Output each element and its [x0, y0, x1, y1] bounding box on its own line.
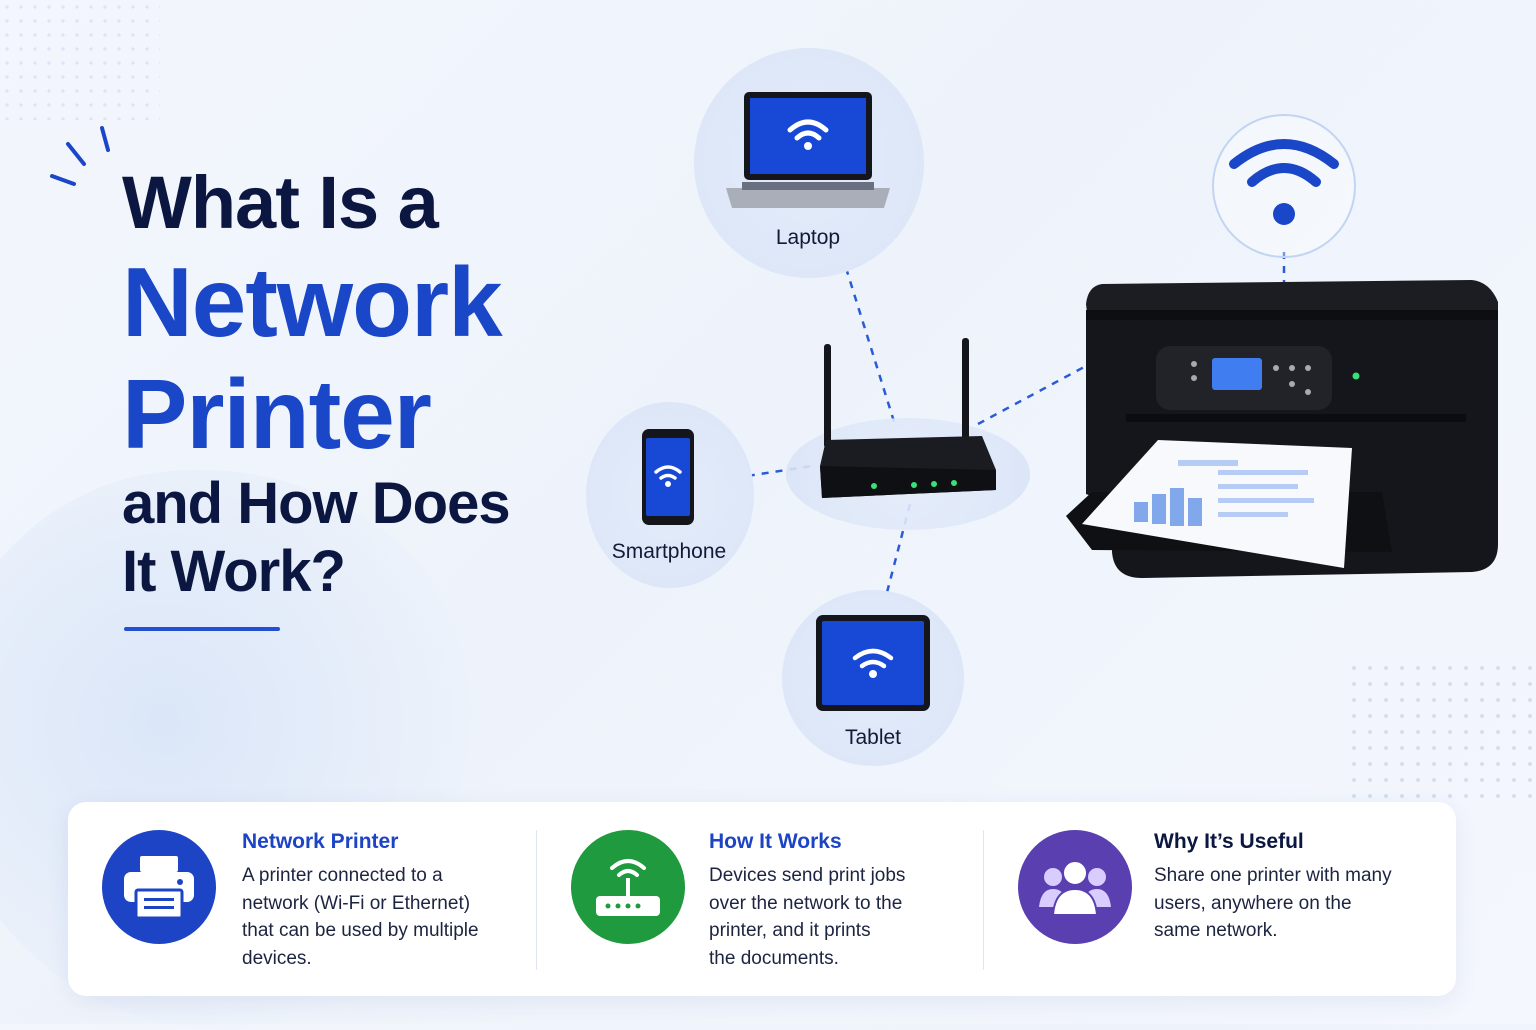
laptop-icon: [726, 92, 890, 208]
info-panel: Network Printer A printer connected to a…: [68, 802, 1456, 996]
info-card-why-useful: Why It’s Useful Share one printer with m…: [1018, 802, 1438, 996]
router-icon: [820, 338, 996, 498]
tablet-icon: [816, 615, 930, 711]
tablet-label: Tablet: [844, 726, 902, 749]
info-card-network-printer: Network Printer A printer connected to a…: [102, 802, 542, 996]
title-line-2: Network: [122, 247, 503, 357]
network-diagram: Laptop Smartphone Tablet: [586, 48, 1498, 766]
title-line-1: What Is a: [122, 161, 439, 244]
info-icon-router: [571, 830, 685, 944]
info-body: Devices send print jobs over the network…: [709, 865, 906, 969]
info-title: Why It’s Useful: [1154, 830, 1304, 853]
info-title: Network Printer: [242, 830, 399, 853]
title-line-3: Printer: [122, 359, 432, 469]
info-icon-printer: [102, 830, 216, 944]
divider: [983, 830, 984, 970]
dot-pattern-top-left: [0, 0, 160, 120]
info-body: Share one printer with many users, anywh…: [1154, 865, 1392, 941]
divider: [536, 830, 537, 970]
wifi-icon: [1229, 139, 1339, 225]
info-icon-users: [1018, 830, 1132, 944]
printer-icon: [124, 856, 194, 920]
smartphone-icon: [642, 429, 694, 525]
info-body: A printer connected to a network (Wi-Fi …: [242, 865, 479, 969]
laptop-label: Laptop: [775, 226, 841, 249]
title-underline: [124, 627, 280, 631]
dot-pattern-bottom-right: [1346, 660, 1536, 800]
users-icon: [1039, 860, 1111, 916]
title-line-4: and How Does: [122, 471, 511, 536]
info-title: How It Works: [709, 830, 842, 853]
router-icon: [596, 859, 660, 916]
page-title: What Is a Network Printer and How Does I…: [122, 160, 511, 606]
title-line-5: It Work?: [122, 539, 346, 604]
smartphone-label: Smartphone: [611, 540, 727, 563]
printer-illustration: [1066, 280, 1498, 578]
info-card-how-it-works: How It Works Devices send print jobs ove…: [571, 802, 991, 996]
wifi-badge: [1212, 114, 1356, 258]
accent-rays-icon: [50, 126, 110, 186]
